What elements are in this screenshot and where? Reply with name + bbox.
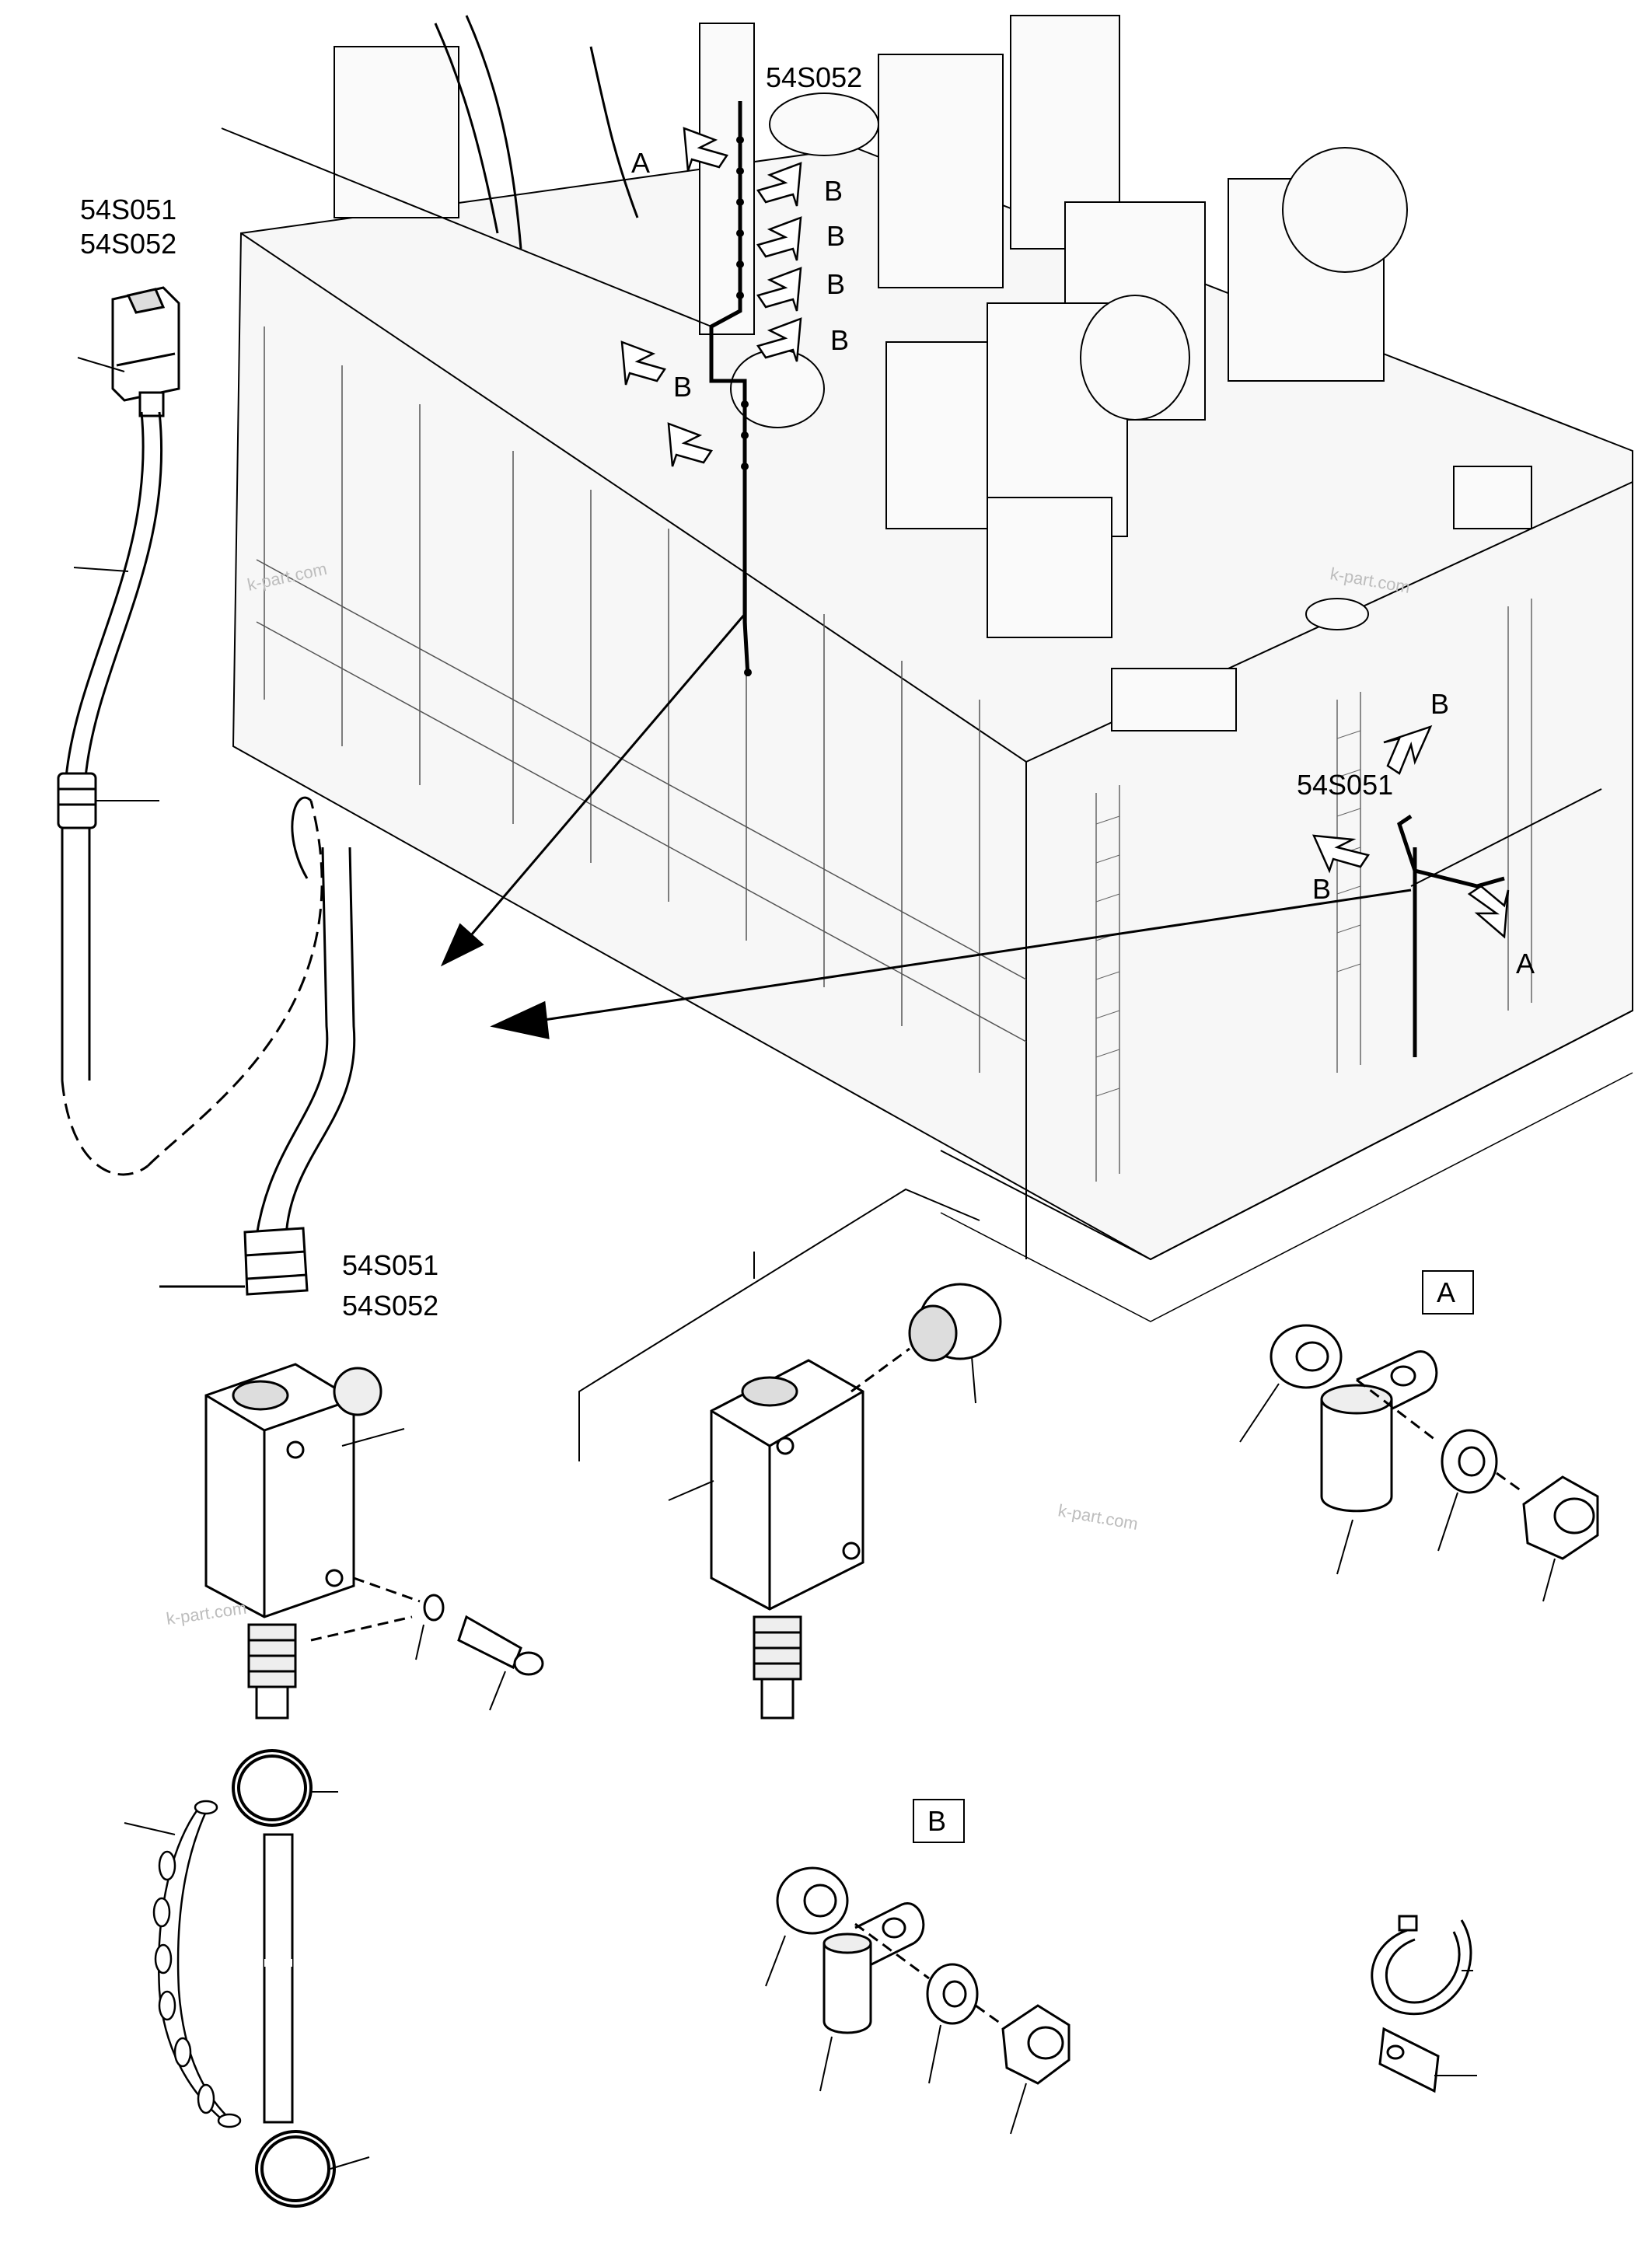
cable-gland-upper [57,772,97,829]
label-mid-54s052: 54S052 [342,1290,438,1322]
o-ring-lower [255,2130,336,2208]
label-a-top: A [631,147,650,179]
detail-box-b-label: B [927,1805,946,1837]
cable-route-54s051 [1397,814,1505,1057]
leaders-tie [1434,1970,1477,2076]
label-left-54s052: 54S052 [80,228,176,260]
label-mid-54s051: 54S051 [342,1249,438,1281]
leaders-lower-left [124,1791,370,2170]
plug-cap [850,1283,1002,1393]
clamp-arrows [620,127,1510,939]
o-ring-upper [232,1749,313,1827]
label-a-right: A [1516,948,1535,979]
watermark-4: k-part.com [165,1598,247,1629]
actuator-rod [263,1833,294,2124]
detail-b-parts [776,1866,1070,2085]
leaders-middle [668,1356,976,1501]
label-top-sensor: 54S052 [766,61,862,93]
left-cable [61,411,356,1237]
machine-assembly [232,15,1633,1322]
detail-box-a [1422,1270,1474,1315]
label-b-4: B [830,324,849,356]
limit-switch-body-middle [710,1359,864,1720]
cable-route-54s052 [709,101,750,677]
label-right-sensor: 54S051 [1297,769,1393,801]
limit-switch-body-left [204,1363,382,1720]
label-left-54s051: 54S051 [80,194,176,225]
cable-tie [1371,1915,1472,2016]
watermark-3: k-part.com [1057,1500,1140,1534]
label-b-2: B [826,220,845,252]
bracket-lines [578,1188,980,1461]
leaders-detail-b [765,1935,1027,2135]
detail-box-b [913,1799,965,1843]
label-b-1: B [824,175,843,207]
connector-plug [111,286,180,417]
detail-box-a-label: A [1437,1276,1455,1308]
screw-set [310,1576,544,1676]
main-pointer-arrows [440,613,1412,1039]
bead-chain [152,1800,242,2128]
leaders-left [73,357,159,801]
identification-plate [1378,2027,1440,2093]
clamp-points [736,136,752,676]
label-b-3: B [826,268,845,300]
leader-lines-top [221,127,1602,887]
label-b-6: B [1430,688,1449,720]
detail-a-parts [1270,1324,1599,1560]
leaders-detail-a [1239,1383,1556,1602]
leaders-switch-left [341,1428,506,1711]
label-b-5: B [673,371,692,403]
label-b-7: B [1312,873,1331,905]
cable-gland-lower [159,1227,309,1296]
